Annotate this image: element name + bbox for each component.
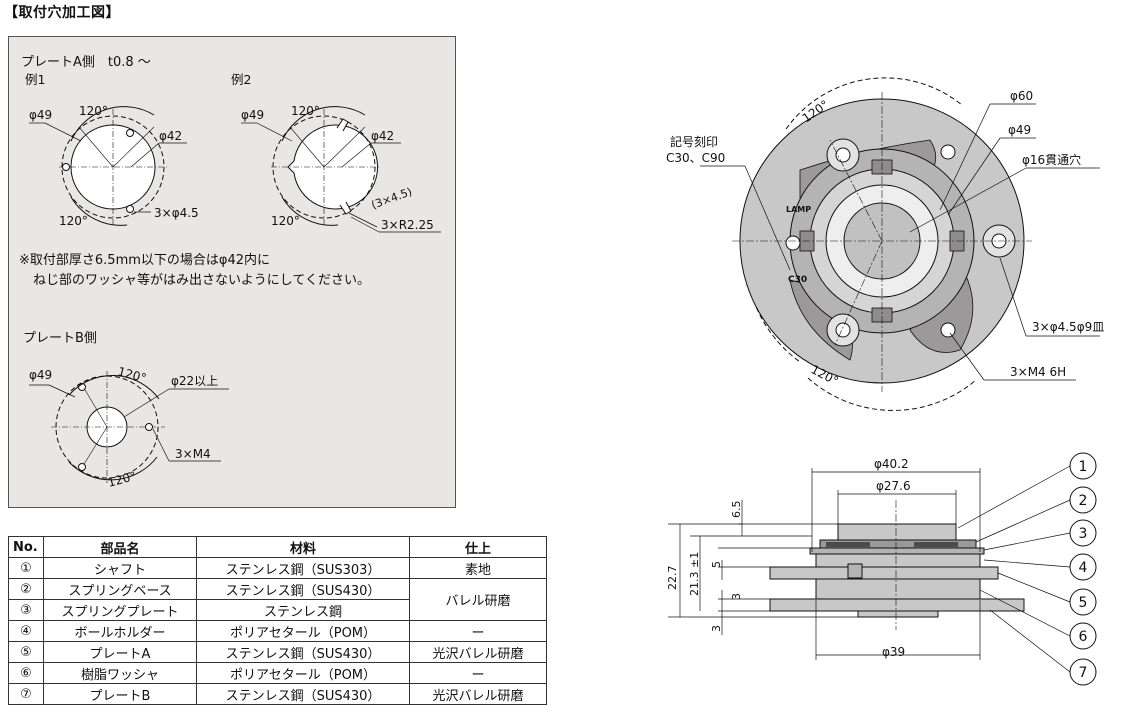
callout-1: 1 xyxy=(1079,459,1088,475)
top-logo-stamp: LAMP xyxy=(786,205,811,214)
plate-a-header: プレートA側 t0.8 ～ xyxy=(21,55,151,70)
table-row: ⑦ プレートB ステンレス鋼（SUS430） 光沢バレル研磨 xyxy=(8,683,547,705)
side-view-drawing xyxy=(668,452,1097,686)
top-c30-stamp: C30 xyxy=(788,275,807,285)
side-h213-label: 21.3 ±1 xyxy=(688,552,701,596)
pb-d49-label: φ49 xyxy=(29,368,52,382)
parts-table: No. 部品名 材料 仕上 ① シャフト ステンレス鋼（SUS303） 素地 ②… xyxy=(8,536,547,705)
top-d49-label: φ49 xyxy=(1008,123,1031,137)
row-name: ボールホルダー xyxy=(43,620,197,642)
marking-label-2: C30、C90 xyxy=(666,151,725,165)
ex2-angle-top-label: 120° xyxy=(291,104,320,118)
row-no: ① xyxy=(8,557,44,579)
row-finish: 光沢バレル研磨 xyxy=(409,641,547,663)
mounting-hole-panel: プレートA側 t0.8 ～ 例1 例2 xyxy=(8,36,456,508)
side-h65-label: 6.5 xyxy=(730,501,743,519)
callout-5: 5 xyxy=(1079,595,1088,611)
row-material: ステンレス鋼（SUS430） xyxy=(196,683,410,705)
row-finish: 光沢バレル研磨 xyxy=(409,683,547,705)
ex1-angle-top-label: 120° xyxy=(79,104,108,118)
row-material: ステンレス鋼 xyxy=(196,599,410,621)
ex2-radius-label: 3×R2.25 xyxy=(381,218,434,232)
side-h3a-label: 3 xyxy=(730,593,743,600)
row-name: プレートB xyxy=(43,683,197,705)
col-part-name: 部品名 xyxy=(43,536,197,558)
top-holes-label: 3×φ4.5φ9皿 xyxy=(1032,320,1104,334)
top-angle-bottom-label: 120° xyxy=(809,362,841,388)
ex2-d42-label: φ42 xyxy=(371,129,394,143)
row-finish: ー xyxy=(409,620,547,642)
ex2-angle-bottom-label: 120° xyxy=(271,214,300,228)
side-d402-label: φ40.2 xyxy=(874,457,909,471)
row-material: ステンレス鋼（SUS430） xyxy=(196,641,410,663)
example-2-label: 例2 xyxy=(231,72,252,87)
example-1-drawing xyxy=(29,106,187,226)
row-material: ポリアセタール（POM） xyxy=(196,620,410,642)
ex1-holes-label: 3×φ4.5 xyxy=(154,206,199,220)
side-d39-label: φ39 xyxy=(882,645,905,659)
ex1-d42-label: φ42 xyxy=(159,129,182,143)
plate-b-header: プレートB側 xyxy=(23,331,97,346)
row-name: スプリングベース xyxy=(43,578,197,600)
side-d276-label: φ27.6 xyxy=(876,479,911,493)
top-d60-label: φ60 xyxy=(1010,89,1033,103)
note-line-1: ※取付部厚さ6.5mm以下の場合はφ42内に xyxy=(19,253,271,268)
page-title: 【取付穴加工図】 xyxy=(4,5,120,21)
marking-label-1: 記号刻印 xyxy=(670,134,718,149)
col-material: 材料 xyxy=(196,536,410,558)
pb-angle-bottom-label: 120° xyxy=(106,469,138,490)
top-view-drawing xyxy=(700,77,1100,411)
note-line-2: ねじ部のワッシャ等がはみ出さないようにしてください。 xyxy=(33,273,370,288)
row-finish: 素地 xyxy=(409,557,547,579)
row-no: ⑤ xyxy=(8,641,44,663)
row-no: ③ xyxy=(8,599,44,621)
plate-b-drawing xyxy=(29,371,229,483)
table-row: ① シャフト ステンレス鋼（SUS303） 素地 xyxy=(8,557,547,579)
callout-6: 6 xyxy=(1079,629,1088,645)
row-no: ② xyxy=(8,578,44,600)
row-name: スプリングプレート xyxy=(43,599,197,621)
pb-d22-label: φ22以上 xyxy=(171,374,218,388)
row-material: ステンレス鋼（SUS430） xyxy=(196,578,410,600)
table-header-row: No. 部品名 材料 仕上 xyxy=(8,536,547,558)
row-name: プレートA xyxy=(43,641,197,663)
side-h227-label: 22.7 xyxy=(666,566,679,591)
ex2-slot-label: (3×4.5) xyxy=(370,185,414,212)
ex1-d49-label: φ49 xyxy=(29,108,52,122)
row-finish: ー xyxy=(409,662,547,684)
col-finish: 仕上 xyxy=(409,536,547,558)
ex1-angle-bottom-label: 120° xyxy=(59,214,88,228)
mounting-drawings: φ49 120° φ42 120° 3×φ4.5 φ49 120° φ42 12… xyxy=(29,104,441,490)
table-row: ⑤ プレートA ステンレス鋼（SUS430） 光沢バレル研磨 xyxy=(8,641,547,663)
table-row: ③ スプリングプレート ステンレス鋼 xyxy=(8,599,547,621)
table-row: ② スプリングベース ステンレス鋼（SUS430） バレル研磨 xyxy=(8,578,547,621)
row-material: ポリアセタール（POM） xyxy=(196,662,410,684)
row-name: 樹脂ワッシャ xyxy=(43,662,197,684)
callout-7: 7 xyxy=(1079,665,1088,681)
side-h5-label: 5 xyxy=(710,561,723,568)
side-h3b-label: 3 xyxy=(710,625,723,632)
callout-2: 2 xyxy=(1079,493,1088,509)
row-finish: バレル研磨 xyxy=(409,578,547,621)
table-row: ④ ボールホルダー ポリアセタール（POM） ー xyxy=(8,620,547,642)
example-2-drawing xyxy=(241,106,441,233)
pb-thread-label: 3×M4 xyxy=(175,447,211,461)
row-material: ステンレス鋼（SUS303） xyxy=(196,557,410,579)
row-no: ④ xyxy=(8,620,44,642)
top-d16-label: φ16貫通穴 xyxy=(1022,152,1081,167)
callout-4: 4 xyxy=(1079,560,1088,576)
row-no: ⑦ xyxy=(8,683,44,705)
top-angle-top-label: 120° xyxy=(800,97,832,125)
col-no: No. xyxy=(8,536,44,558)
callout-3: 3 xyxy=(1079,526,1088,542)
row-name: シャフト xyxy=(43,557,197,579)
table-row: ⑥ 樹脂ワッシャ ポリアセタール（POM） ー xyxy=(8,662,547,684)
top-thread-label: 3×M4 6H xyxy=(1010,365,1066,379)
example-1-label: 例1 xyxy=(25,72,46,87)
ex2-d49-label: φ49 xyxy=(241,108,264,122)
row-no: ⑥ xyxy=(8,662,44,684)
